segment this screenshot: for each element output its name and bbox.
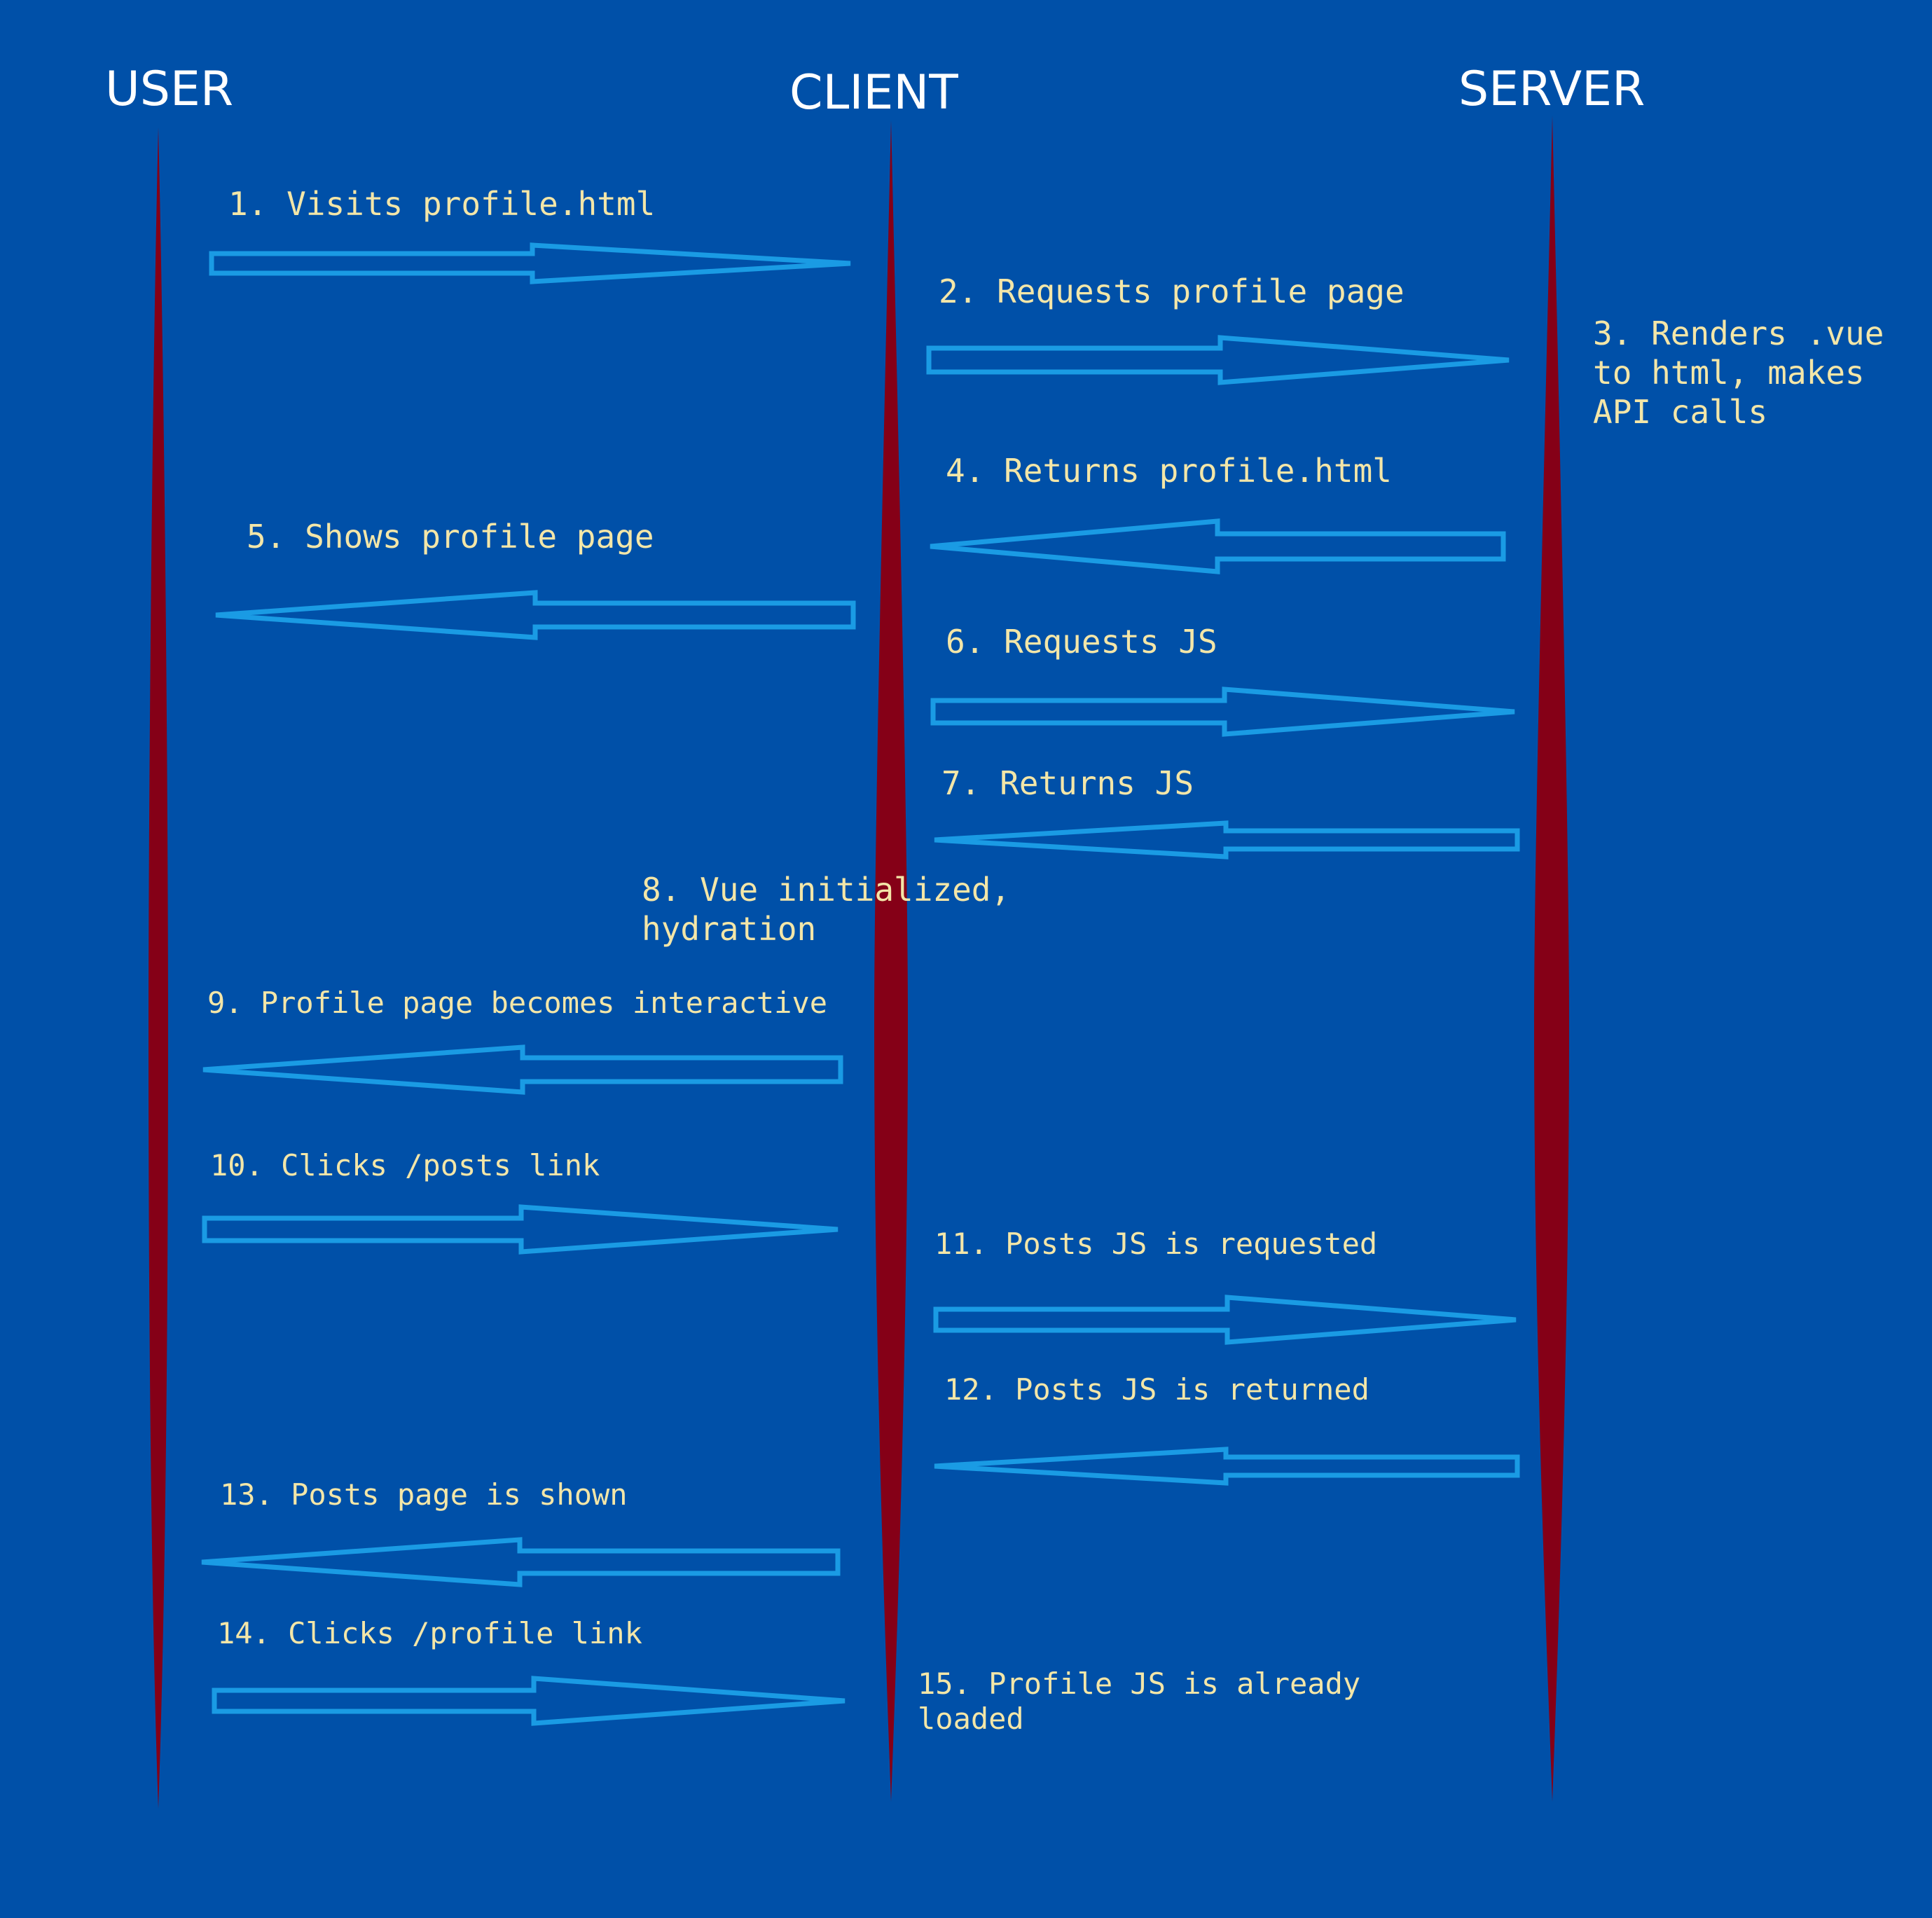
actor-client: CLIENT [789, 65, 958, 120]
step-5-arrow [215, 590, 856, 640]
step-8-label: 8. Vue initialized, hydration [642, 871, 1030, 948]
step-1-label: 1. Visits profile.html [228, 185, 655, 223]
step-6-label: 6. Requests JS [946, 623, 1217, 661]
step-4-arrow [930, 518, 1506, 574]
step-9-label: 9. Profile page becomes interactive [207, 986, 827, 1020]
actor-user: USER [105, 62, 233, 117]
step-3-label: 3. Renders .vue to html, makes API calls [1593, 315, 1903, 431]
step-14-label: 14. Clicks /profile link [217, 1616, 642, 1650]
step-14-arrow [212, 1676, 846, 1726]
step-11-label: 11. Posts JS is requested [934, 1227, 1377, 1261]
step-2-label: 2. Requests profile page [939, 272, 1405, 310]
step-7-label: 7. Returns JS [941, 764, 1194, 802]
step-5-label: 5. Shows profile page [247, 518, 654, 556]
step-4-label: 4. Returns profile.html [946, 452, 1392, 490]
step-10-label: 10. Clicks /posts link [210, 1148, 600, 1182]
step-11-arrow [933, 1295, 1517, 1345]
message-arrows [201, 242, 1520, 1726]
step-15-label: 15. Profile JS is already loaded [918, 1667, 1378, 1736]
step-13-label: 13. Posts page is shown [220, 1477, 628, 1512]
server-lifeline [1534, 116, 1569, 1802]
step-6-arrow [930, 687, 1515, 737]
step-13-arrow [201, 1537, 841, 1587]
client-lifeline [874, 120, 908, 1802]
step-9-arrow [202, 1044, 843, 1095]
step-7-arrow [934, 820, 1520, 860]
step-2-arrow [926, 335, 1510, 385]
step-1-arrow [209, 242, 851, 284]
step-12-label: 12. Posts JS is returned [944, 1372, 1369, 1407]
user-lifeline [149, 127, 168, 1809]
actor-server: SERVER [1458, 62, 1645, 117]
step-12-arrow [934, 1447, 1520, 1486]
step-10-arrow [202, 1204, 839, 1255]
